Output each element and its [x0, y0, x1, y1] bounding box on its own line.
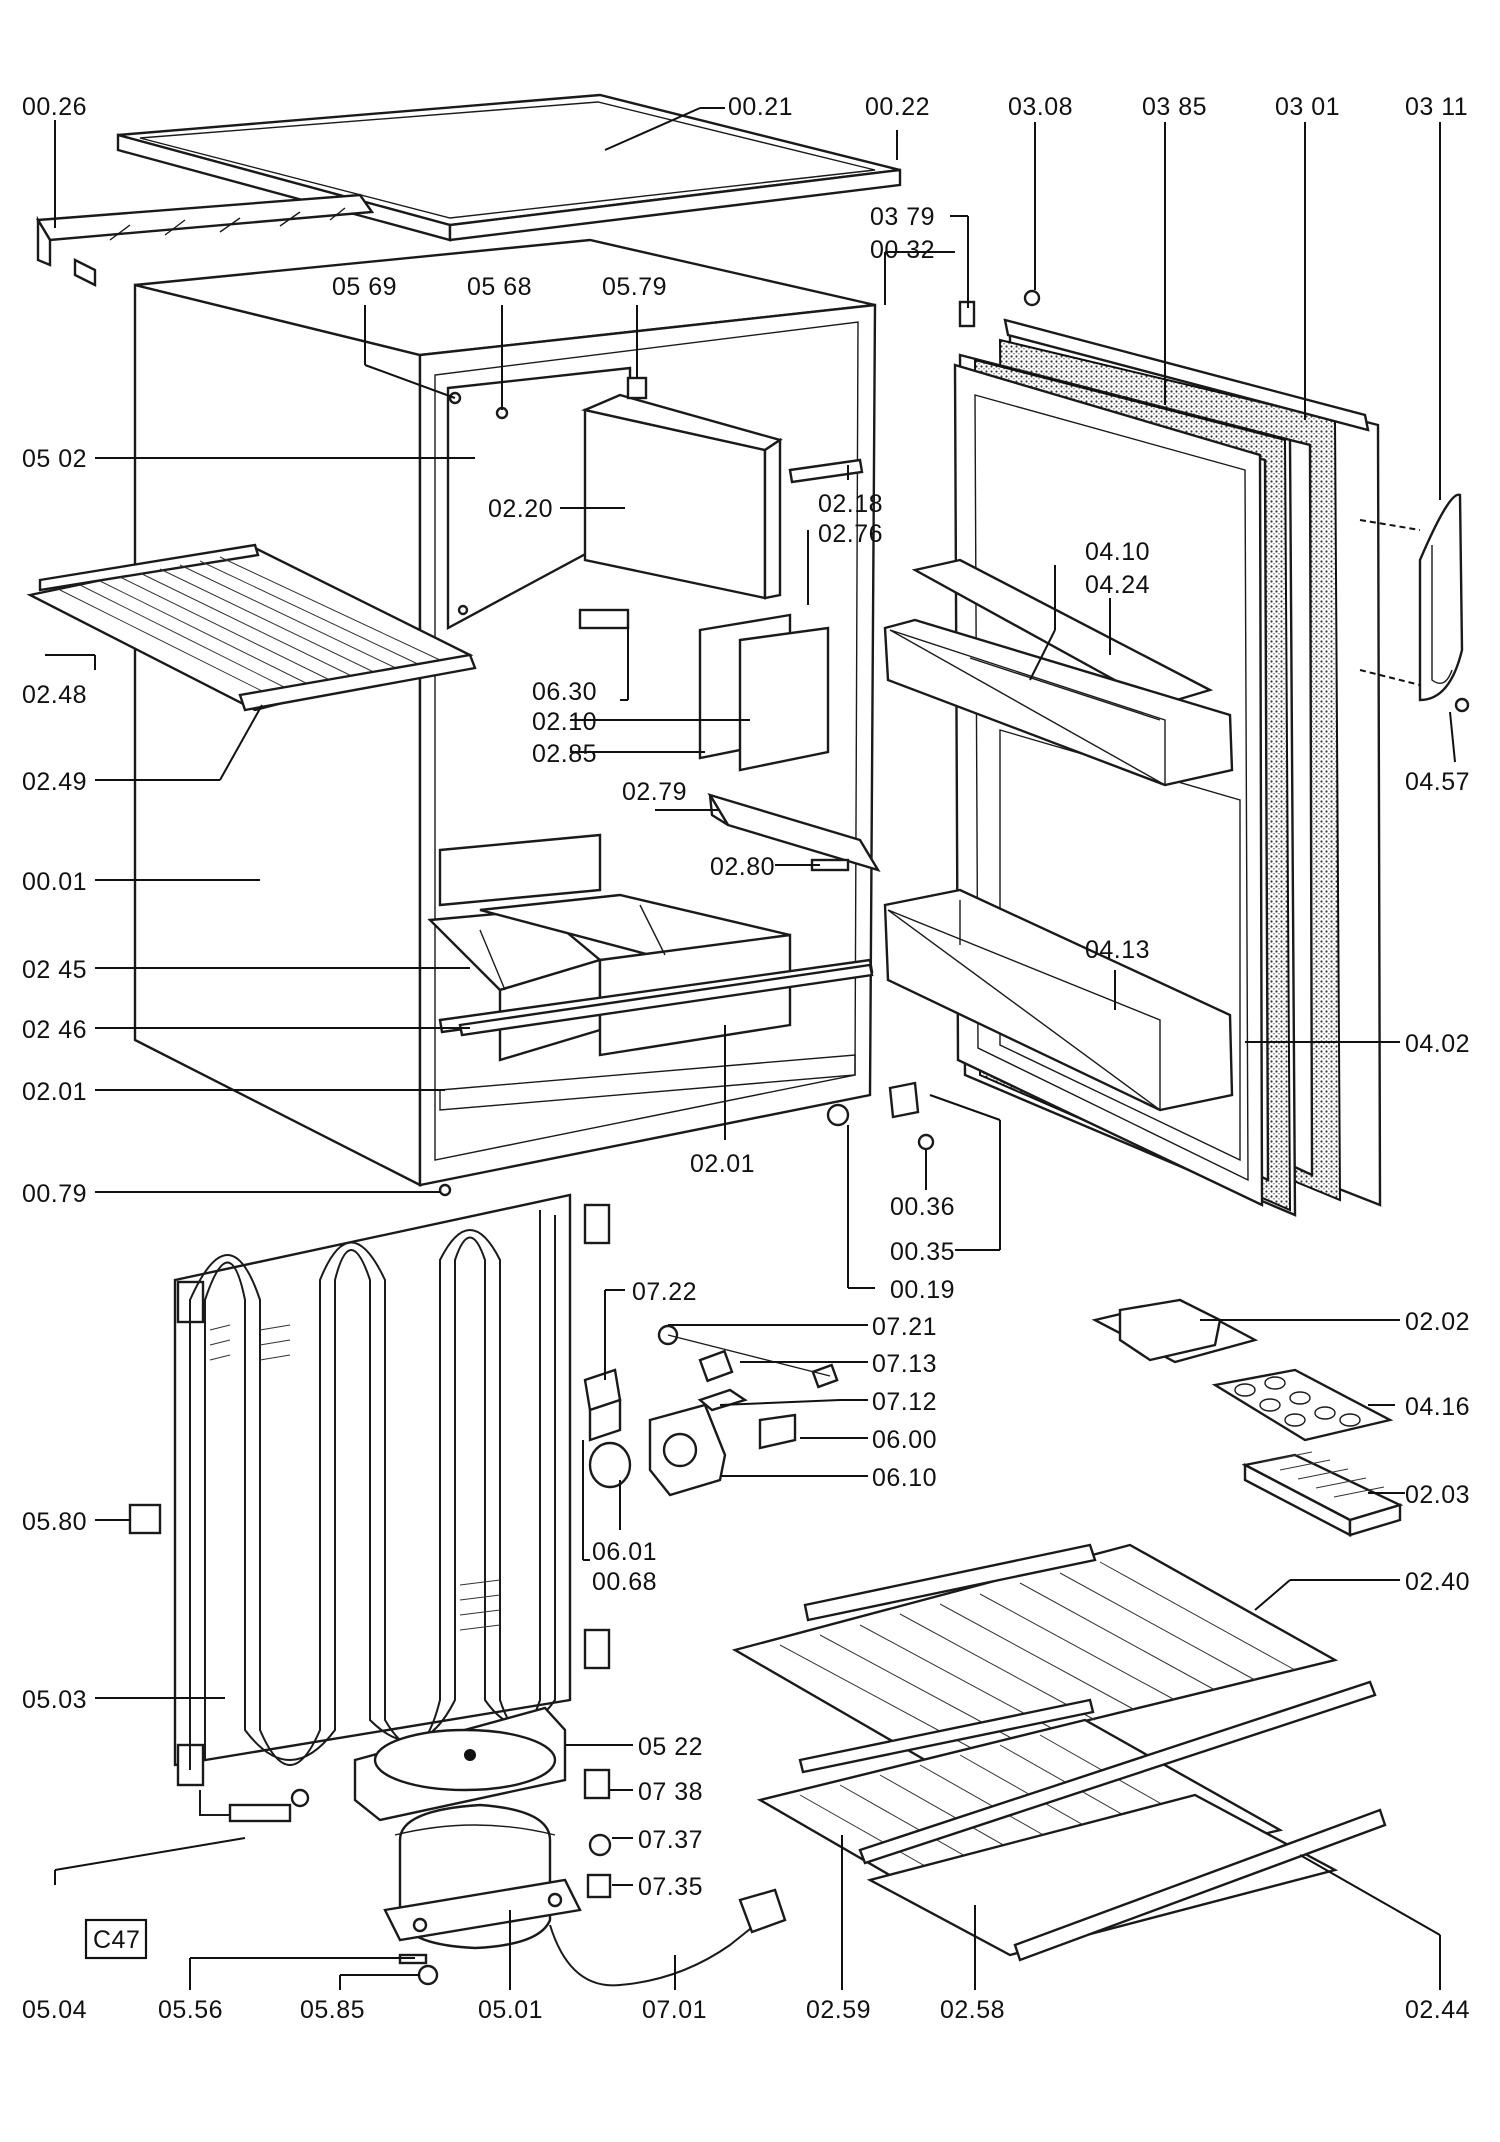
label-05-80: 05.80: [22, 1508, 87, 1536]
label-04-24: 04.24: [1085, 571, 1150, 599]
label-05-85: 05.85: [300, 1996, 365, 2024]
door-assembly-part: [883, 289, 1470, 1217]
label-02-40: 02.40: [1405, 1568, 1470, 1596]
label-02-01-center: 02.01: [690, 1150, 755, 1178]
accessories-part: [731, 1298, 1404, 1962]
label-06-00: 06.00: [872, 1426, 937, 1454]
label-05-68: 05 68: [467, 273, 532, 301]
compressor-part: [353, 1706, 787, 1987]
label-02-02: 02.02: [1405, 1308, 1470, 1336]
label-00-21: 00.21: [728, 93, 793, 121]
label-07-12: 07.12: [872, 1388, 937, 1416]
label-02-79: 02.79: [622, 778, 687, 806]
label-04-16: 04.16: [1405, 1393, 1470, 1421]
wire-shelf-02-48-part: [26, 543, 477, 712]
label-00-32: 00 32: [870, 236, 935, 264]
control-box-part: [583, 1324, 839, 1497]
label-04-57: 04.57: [1405, 768, 1470, 796]
label-02-18: 02.18: [818, 490, 883, 518]
label-02-45: 02 45: [22, 956, 87, 984]
label-03-08: 03.08: [1008, 93, 1073, 121]
label-07-01: 07.01: [642, 1996, 707, 2024]
label-07-35: 07.35: [638, 1873, 703, 1901]
label-02-58: 02.58: [940, 1996, 1005, 2024]
label-04-02: 04.02: [1405, 1030, 1470, 1058]
label-02-49: 02.49: [22, 768, 87, 796]
label-06-01: 06.01: [592, 1538, 657, 1566]
label-05-79: 05.79: [602, 273, 667, 301]
label-02-48: 02.48: [22, 681, 87, 709]
label-00-35: 00.35: [890, 1238, 955, 1266]
cabinet-body-part: [133, 238, 935, 1197]
label-00-26: 00.26: [22, 93, 87, 121]
label-02-01-left: 02.01: [22, 1078, 87, 1106]
label-05-69: 05 69: [332, 273, 397, 301]
model-code-box: C47: [84, 1918, 148, 1960]
label-02-46: 02 46: [22, 1016, 87, 1044]
label-06-30: 06.30: [532, 678, 597, 706]
label-03-11: 03 11: [1405, 93, 1468, 121]
model-code: C47: [93, 1926, 140, 1954]
label-00-79: 00.79: [22, 1180, 87, 1208]
leader-lines: [45, 107, 1456, 1990]
label-03-85: 03 85: [1142, 93, 1207, 121]
label-07-21: 07.21: [872, 1313, 937, 1341]
label-00-19: 00.19: [890, 1276, 955, 1304]
label-02-76: 02.76: [818, 520, 883, 548]
label-05-02: 05 02: [22, 445, 87, 473]
label-05-04: 05.04: [22, 1996, 87, 2024]
label-05-03: 05.03: [22, 1686, 87, 1714]
label-03-01: 03 01: [1275, 93, 1340, 121]
label-07-22: 07.22: [632, 1278, 697, 1306]
label-02-20: 02.20: [488, 495, 553, 523]
label-02-80: 02.80: [710, 853, 775, 881]
label-03-79: 03 79: [870, 203, 935, 231]
label-02-59: 02.59: [806, 1996, 871, 2024]
label-07-38: 07 38: [638, 1778, 703, 1806]
label-00-36: 00.36: [890, 1193, 955, 1221]
label-00-01: 00.01: [22, 868, 87, 896]
label-02-85: 02.85: [532, 740, 597, 768]
label-05-56: 05.56: [158, 1996, 223, 2024]
label-02-03: 02.03: [1405, 1481, 1470, 1509]
label-07-37: 07.37: [638, 1826, 703, 1854]
label-02-10: 02.10: [532, 708, 597, 736]
label-04-10: 04.10: [1085, 538, 1150, 566]
label-05-22: 05 22: [638, 1733, 703, 1761]
label-00-22: 00.22: [865, 93, 930, 121]
condenser-part: [128, 1193, 611, 1823]
label-05-01: 05.01: [478, 1996, 543, 2024]
label-04-13: 04.13: [1085, 936, 1150, 964]
label-07-13: 07.13: [872, 1350, 937, 1378]
label-02-44: 02.44: [1405, 1996, 1470, 2024]
part-labels: 00.26 00.21 00.22 03.08 03 85 03 01 03 1…: [22, 93, 1470, 2024]
top-lid-part: [116, 93, 902, 242]
top-hinge-rail-part: [35, 193, 375, 287]
label-00-68: 00.68: [592, 1568, 657, 1596]
label-06-10: 06.10: [872, 1464, 937, 1492]
